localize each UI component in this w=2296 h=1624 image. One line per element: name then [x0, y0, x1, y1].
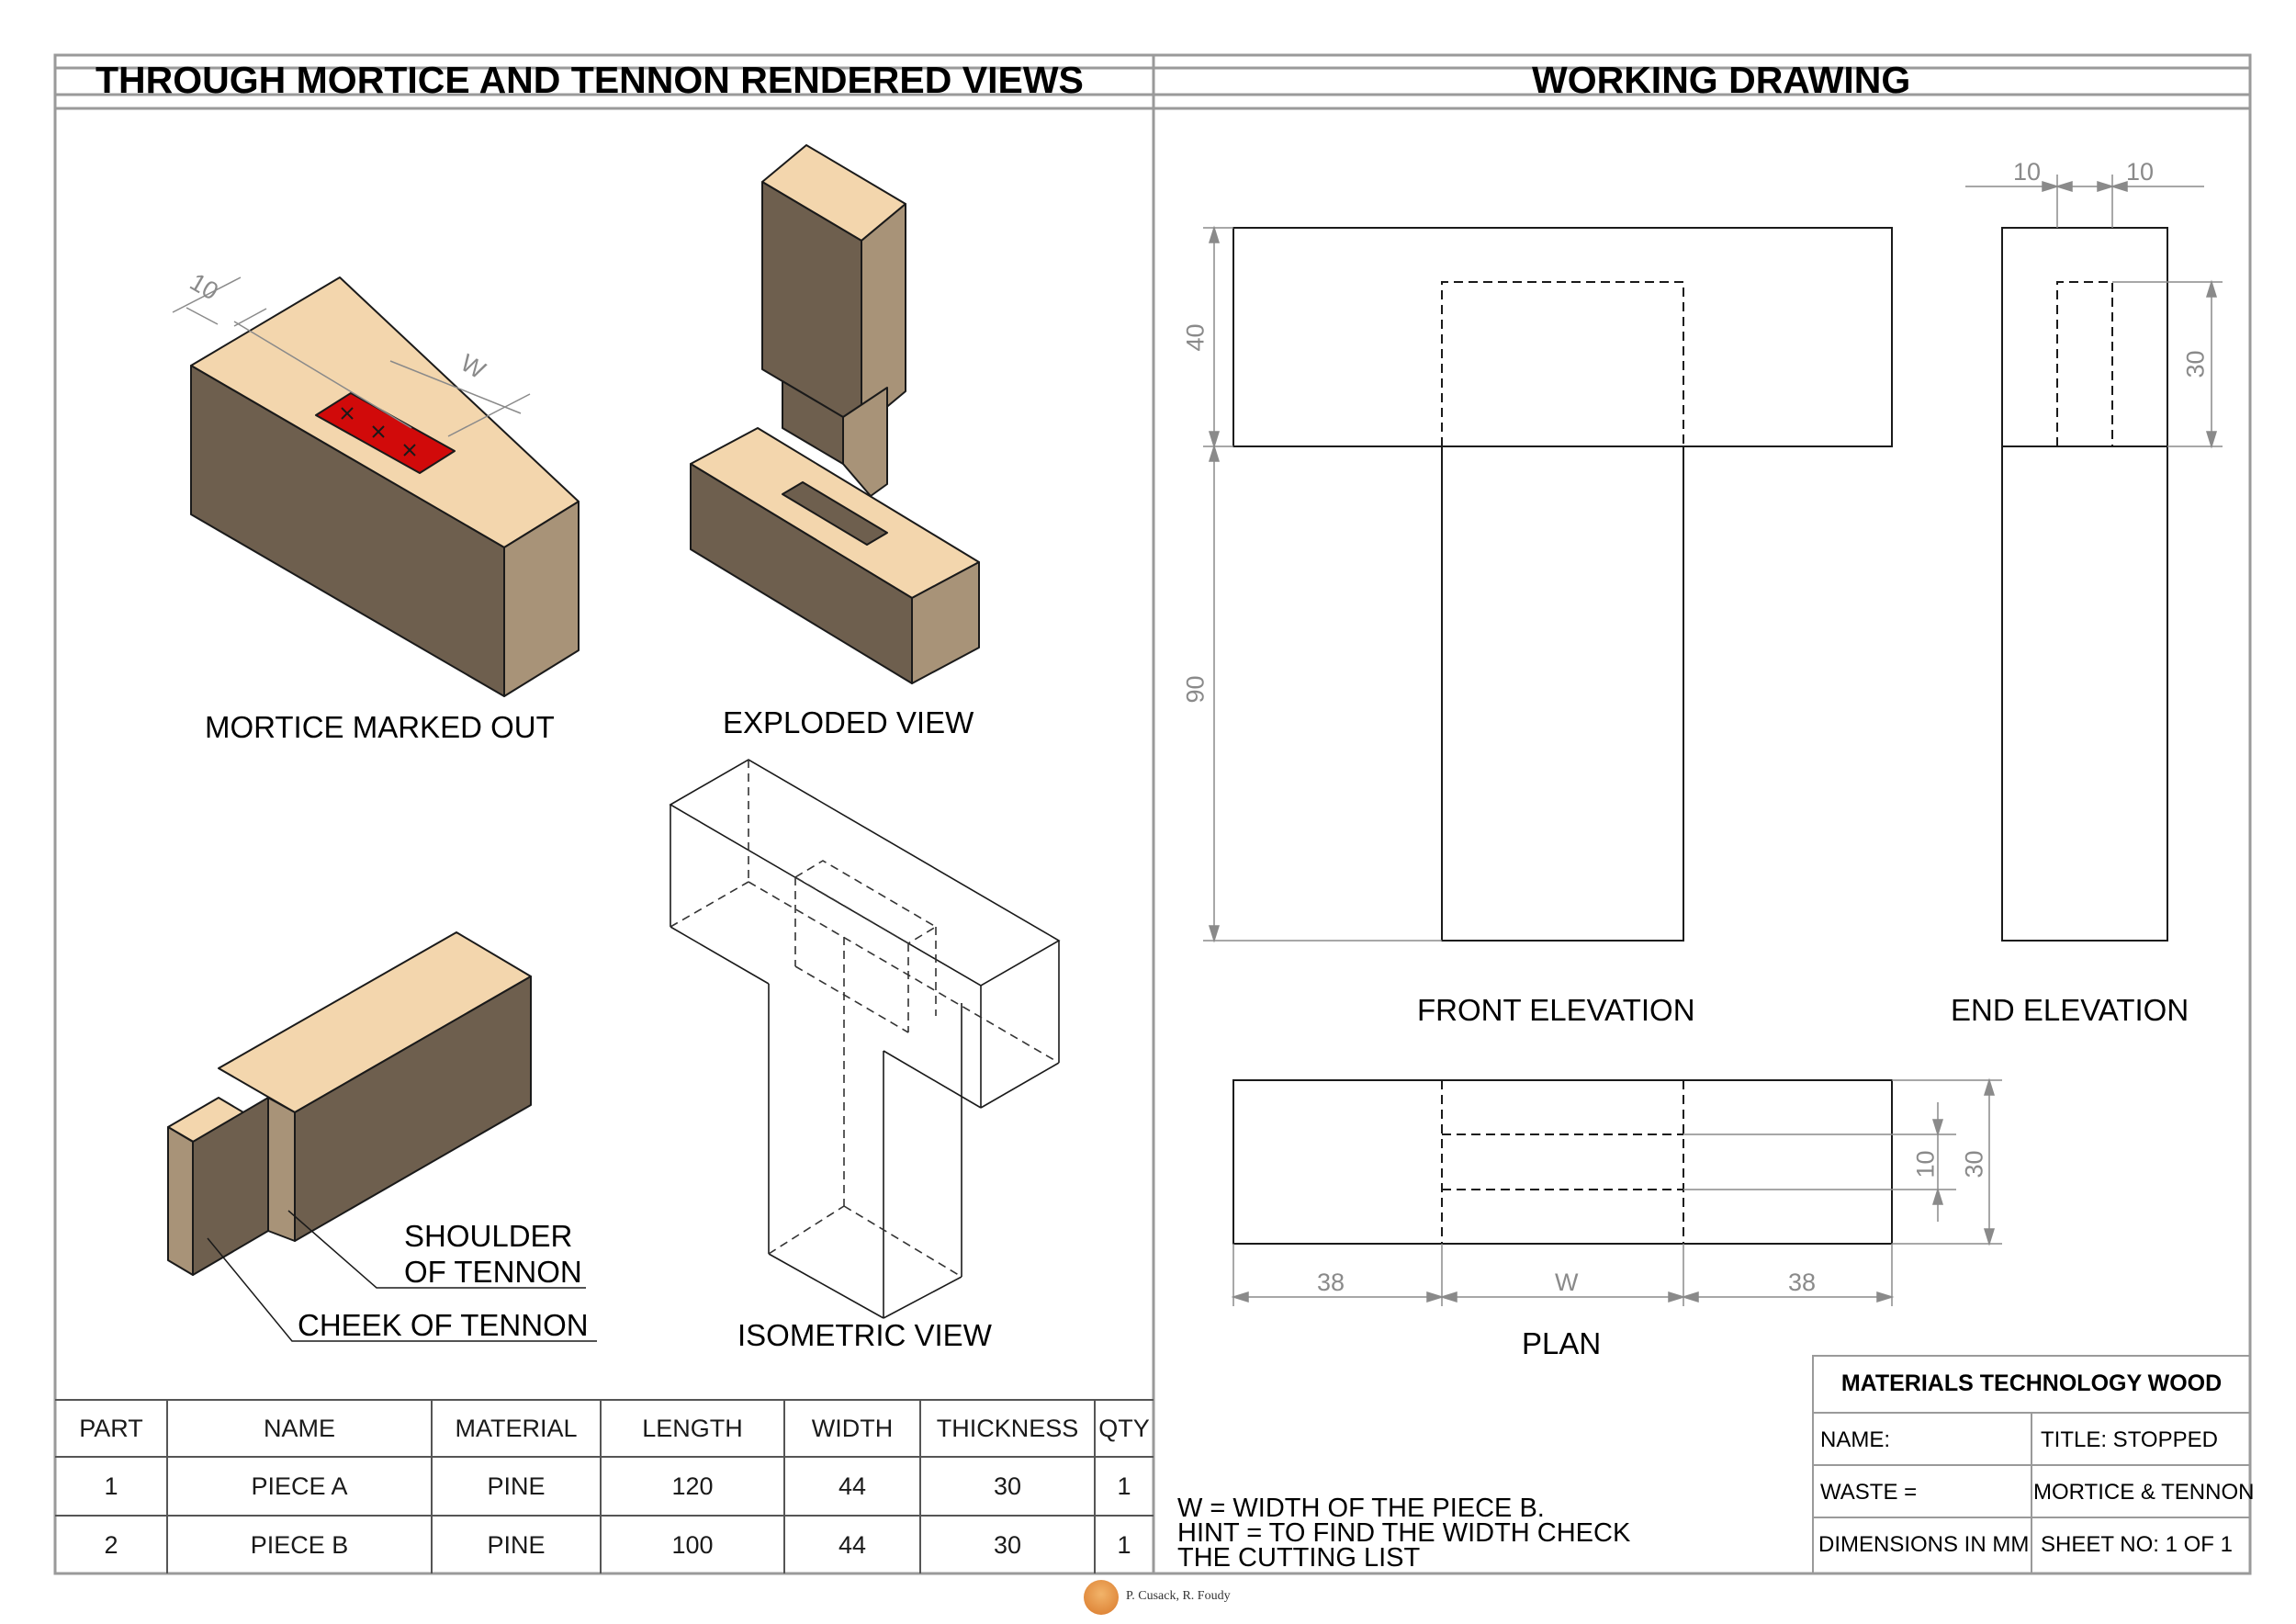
exploded-view-drawing — [690, 144, 980, 684]
cutting-list-cell: 30 — [993, 1531, 1022, 1559]
mortice-marked-region — [315, 392, 456, 474]
mortice-slot — [782, 481, 888, 546]
label-exploded-view: EXPLODED VIEW — [723, 705, 974, 739]
cutting-list-cell: 2 — [104, 1531, 118, 1559]
tennon-callout-leaders — [207, 1210, 597, 1342]
cutting-list-cell: 1 — [1117, 1531, 1131, 1559]
cutting-list-cell: 44 — [838, 1472, 867, 1500]
mortice-dimension-lines — [172, 276, 531, 437]
cutting-list-cell: 100 — [671, 1531, 714, 1559]
cutting-list-cell: 30 — [993, 1472, 1022, 1500]
cutting-list-cell: PIECE A — [251, 1472, 348, 1500]
cutting-list-header: MATERIAL — [455, 1415, 578, 1442]
callout-shoulder-line1: SHOULDER — [404, 1219, 573, 1253]
dim-end-left-ten: 10 — [2013, 158, 2042, 186]
author-logo — [1084, 1580, 1119, 1615]
dim-front-top-height: 40 — [1181, 323, 1210, 352]
callout-shoulder-line2: OF TENNON — [404, 1255, 582, 1289]
cutting-list-header: PART — [79, 1415, 143, 1442]
front-elevation-dimensions — [1203, 225, 1442, 943]
label-mortice-marked-out: MORTICE MARKED OUT — [205, 710, 555, 744]
cutting-list-header: WIDTH — [811, 1415, 894, 1442]
dim-end-right-ten: 10 — [2126, 158, 2155, 186]
note-line-1: W = WIDTH OF THE PIECE B. — [1177, 1494, 1545, 1523]
header-rendered-views: THROUGH MORTICE AND TENNON RENDERED VIEW… — [96, 59, 1084, 101]
note-line-2: HINT = TO FIND THE WIDTH CHECK — [1177, 1518, 1631, 1548]
dim-end-thirty: 30 — [2181, 350, 2210, 378]
plan-dimensions — [1231, 1077, 2002, 1306]
dim-plan-middle: W — [1555, 1269, 1579, 1296]
title-block-sheet-number: SHEET NO: 1 OF 1 — [2041, 1532, 2233, 1557]
title-block-name: NAME: — [1820, 1427, 1891, 1452]
callout-cheek-of-tennon: CHEEK OF TENNON — [298, 1308, 589, 1342]
label-plan: PLAN — [1522, 1326, 1602, 1360]
cutting-list-header: THICKNESS — [936, 1415, 1079, 1442]
tennon-piece-drawing — [167, 931, 532, 1276]
isometric-view-drawing — [669, 759, 1061, 1319]
dim-plan-right: 38 — [1788, 1269, 1817, 1296]
author-credit: P. Cusack, R. Foudy — [1126, 1589, 1231, 1603]
dim-plan-ten: 10 — [1911, 1150, 1940, 1179]
cutting-list-cell: 120 — [671, 1472, 714, 1500]
plan-drawing — [1232, 1079, 1893, 1245]
title-block-dimensions: DIMENSIONS IN MM — [1818, 1532, 2030, 1557]
mortice-marked-out-drawing — [190, 276, 580, 697]
dim-front-stem-height: 90 — [1181, 675, 1210, 704]
cutting-list-header: NAME — [263, 1415, 335, 1442]
title-block-subtitle: MORTICE & TENNON — [2033, 1480, 2255, 1505]
cutting-list-header: QTY — [1098, 1415, 1150, 1442]
title-block-grid — [1812, 1355, 2251, 1574]
title-block-waste: WASTE = — [1820, 1480, 1918, 1505]
cutting-list-header: LENGTH — [642, 1415, 743, 1442]
title-block-heading: MATERIALS TECHNOLOGY WOOD — [1840, 1370, 2223, 1396]
header-working-drawing: WORKING DRAWING — [1532, 59, 1911, 101]
note-line-3: THE CUTTING LIST — [1177, 1543, 1421, 1573]
end-elevation-dimensions — [1965, 175, 2223, 449]
end-elevation-drawing — [2001, 227, 2168, 942]
cutting-list-grid — [55, 1399, 1154, 1573]
cutting-list-cell: 1 — [104, 1472, 118, 1500]
cutting-list-cell: PINE — [487, 1531, 546, 1559]
front-elevation-drawing — [1232, 227, 1893, 942]
dim-plan-left: 38 — [1317, 1269, 1345, 1296]
label-end-elevation: END ELEVATION — [1951, 993, 2189, 1027]
cutting-list-cell: 1 — [1117, 1472, 1131, 1500]
cutting-list-cell: 44 — [838, 1531, 867, 1559]
label-isometric-view: ISOMETRIC VIEW — [737, 1318, 992, 1352]
cutting-list-cell: PINE — [487, 1472, 546, 1500]
title-block-title: TITLE: STOPPED — [2041, 1427, 2218, 1452]
cutting-list-cell: PIECE B — [250, 1531, 349, 1559]
sheet-frame — [53, 53, 2252, 1575]
label-front-elevation: FRONT ELEVATION — [1417, 993, 1695, 1027]
dim-plan-thirty: 30 — [1960, 1150, 1988, 1179]
